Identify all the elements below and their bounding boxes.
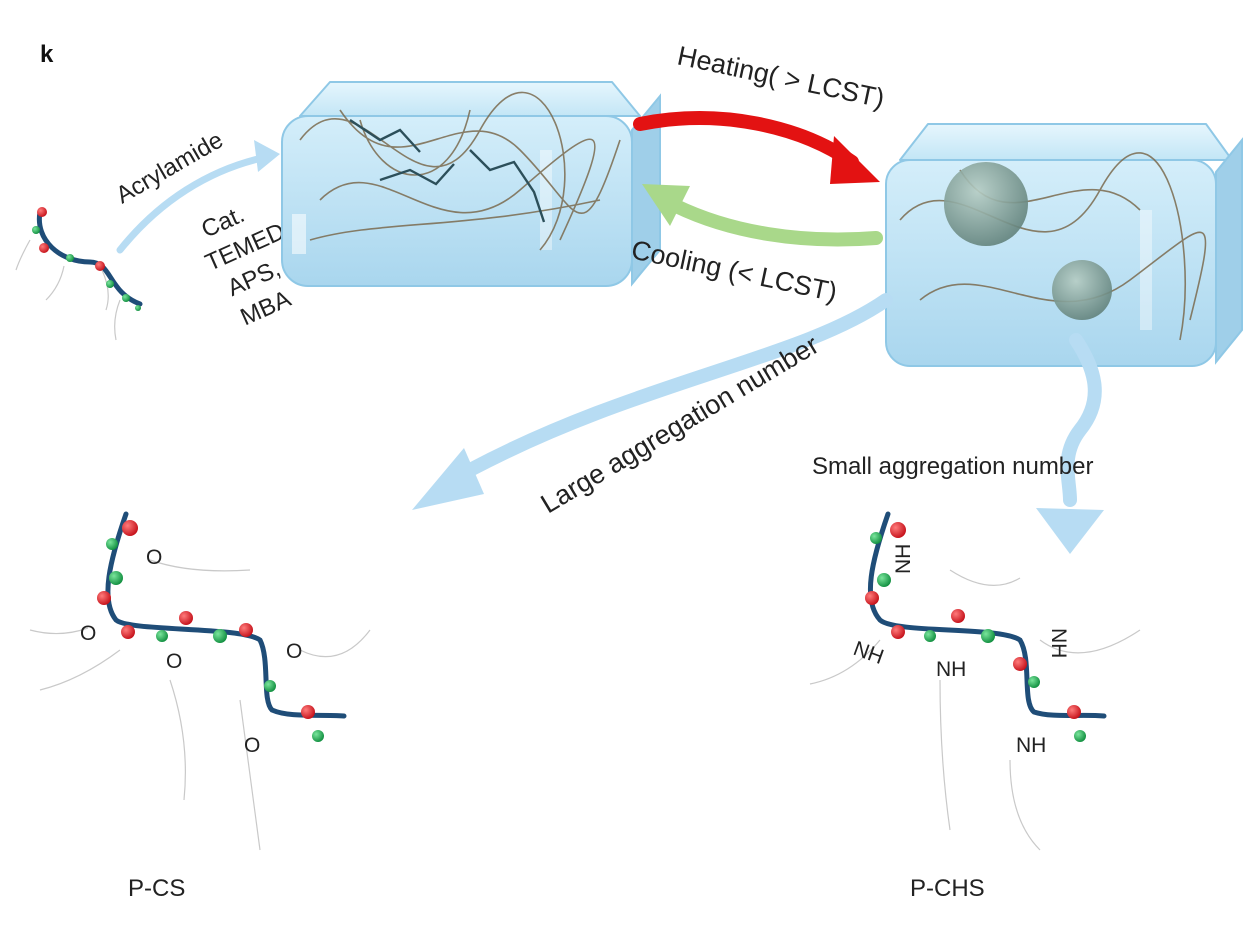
heating-arrowhead bbox=[830, 136, 880, 184]
acrylamide-arrowhead bbox=[254, 140, 280, 172]
small-aggregation-arrow bbox=[1060, 333, 1102, 507]
p-cs-linker-1: O bbox=[146, 546, 162, 569]
p-chs-linker-4: NH bbox=[1047, 628, 1070, 658]
hydrogel-block-collapsed bbox=[885, 123, 1243, 367]
p-cs-label: P-CS bbox=[128, 875, 185, 902]
p-cs-linker-3: O bbox=[166, 650, 182, 673]
heating-label: Heating( > LCST) bbox=[675, 41, 887, 114]
hydrogel-block-swollen bbox=[281, 81, 661, 287]
p-cs-polymer: O O O O O bbox=[29, 511, 371, 851]
p-cs-linker-2: O bbox=[80, 622, 96, 645]
large-aggregation-arrow bbox=[463, 293, 893, 477]
acrylamide-arrow bbox=[116, 154, 266, 254]
small-aggregation-label: Small aggregation number bbox=[812, 453, 1094, 480]
large-aggregation-arrowhead bbox=[412, 448, 484, 510]
monomer-label: Acrylamide bbox=[112, 126, 228, 209]
p-chs-linker-5: NH bbox=[1016, 734, 1046, 757]
p-chs-label: P-CHS bbox=[910, 875, 985, 902]
p-cs-linker-5: O bbox=[244, 734, 260, 757]
small-aggregation-arrowhead bbox=[1036, 508, 1104, 554]
p-chs-polymer: NH NH NH NH NH bbox=[809, 511, 1141, 851]
small-aggregate bbox=[1052, 260, 1112, 320]
panel-label: k bbox=[40, 41, 54, 68]
p-chs-linker-2: NH bbox=[850, 637, 886, 669]
cooling-arrowhead bbox=[642, 184, 690, 226]
large-aggregate bbox=[944, 162, 1028, 246]
p-chs-linker-1: NH bbox=[892, 544, 915, 574]
p-chs-linker-3: NH bbox=[936, 658, 966, 681]
heating-arrow bbox=[633, 111, 859, 169]
cooling-arrow bbox=[669, 199, 883, 247]
p-cs-linker-4: O bbox=[286, 640, 302, 663]
precursor-polymer bbox=[15, 207, 143, 341]
